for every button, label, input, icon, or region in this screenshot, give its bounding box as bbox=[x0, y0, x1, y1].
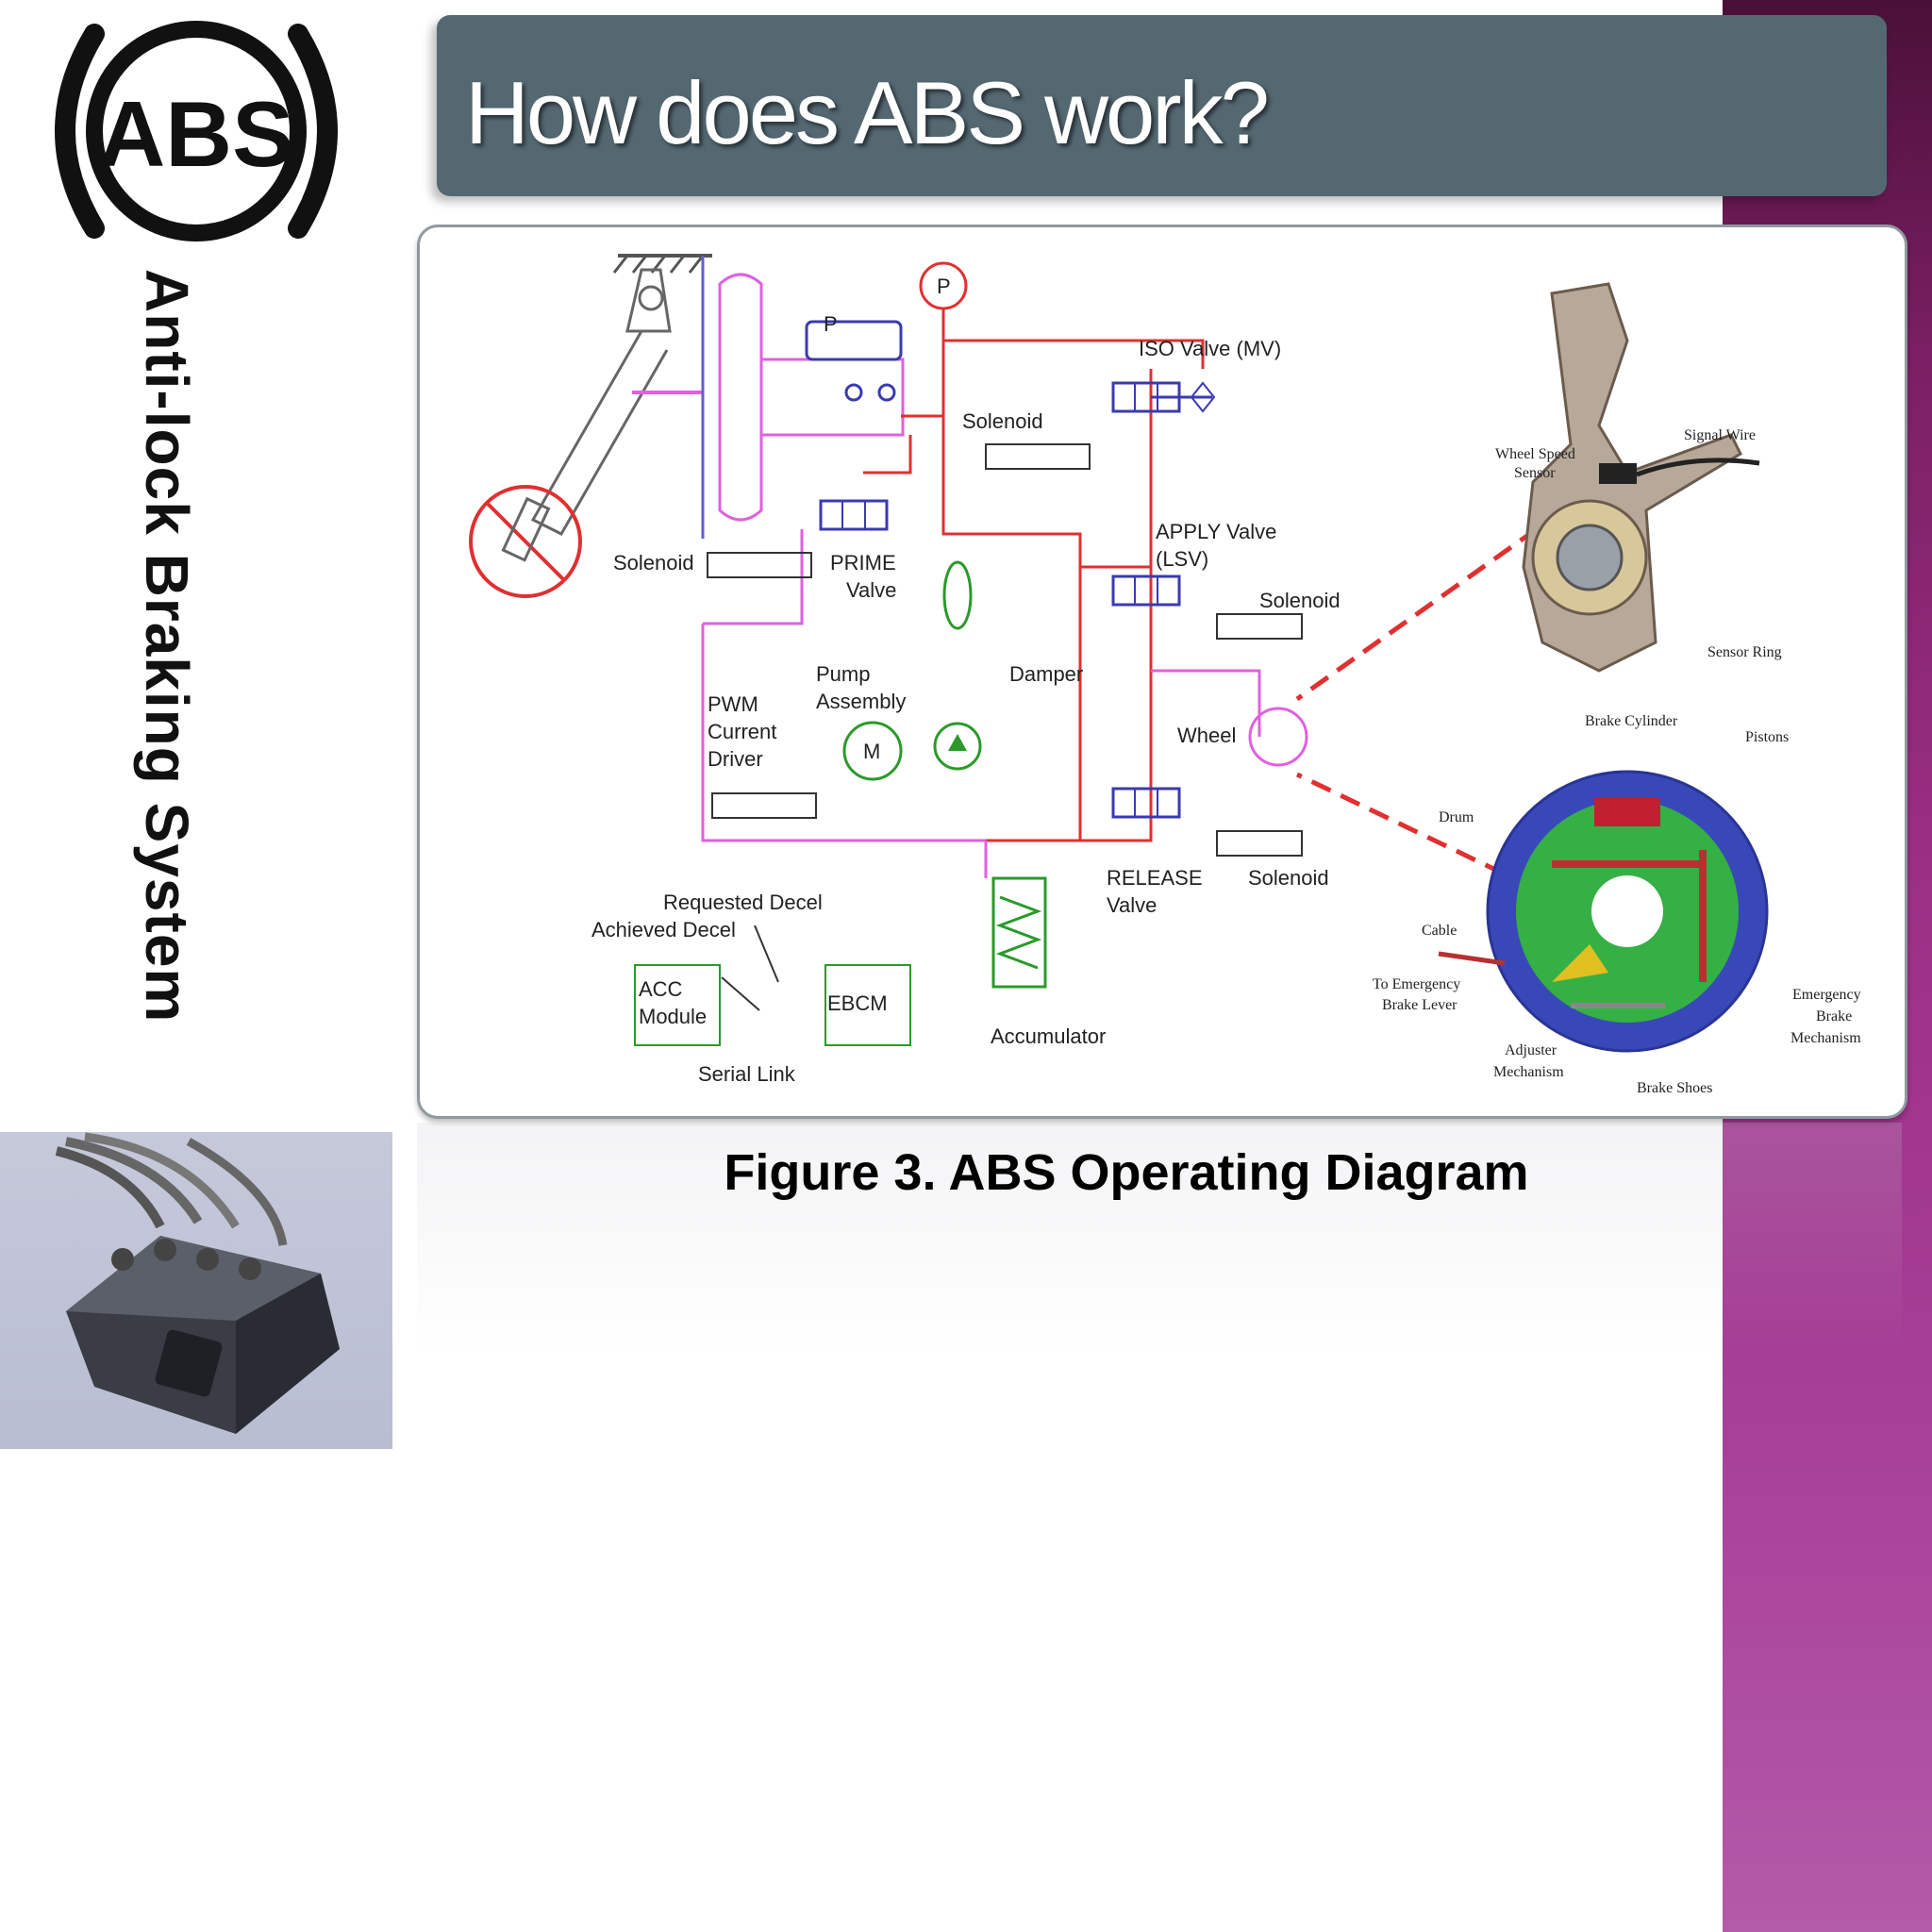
pwm-driver-box bbox=[711, 792, 817, 819]
abs-module-photo bbox=[0, 1132, 392, 1449]
abs-module-illustration bbox=[55, 1132, 340, 1434]
drum-label-pistons: Pistons bbox=[1745, 729, 1789, 745]
prime-valve bbox=[819, 499, 889, 531]
label-requested-decel: Requested Decel bbox=[663, 891, 823, 914]
label-acc-1: ACC bbox=[639, 977, 683, 1001]
drum-label-emergency-1: Emergency bbox=[1792, 987, 1861, 1003]
label-solenoid-left: Solenoid bbox=[613, 551, 694, 575]
label-pwm-1: PWM bbox=[708, 692, 758, 716]
hub-label-wheel-speed-1: Wheel Speed bbox=[1495, 446, 1575, 462]
label-solenoid-apply: Solenoid bbox=[1259, 589, 1341, 612]
wheel-symbol bbox=[1248, 707, 1308, 767]
hub-label-sensor-ring: Sensor Ring bbox=[1707, 644, 1782, 660]
title-banner: How does ABS work? bbox=[437, 15, 1887, 196]
label-serial-link: Serial Link bbox=[698, 1062, 796, 1086]
label-accumulator: Accumulator bbox=[991, 1024, 1106, 1048]
damper-chamber bbox=[942, 560, 973, 630]
brake-pedal-assembly: P bbox=[469, 254, 905, 598]
abs-operating-diagram: P P bbox=[469, 254, 1861, 1096]
label-release-2: Valve bbox=[1107, 893, 1157, 917]
motor-label: M bbox=[863, 740, 880, 763]
drum-label-to-emergency-2: Brake Lever bbox=[1382, 997, 1457, 1013]
drum-label-emergency-2: Brake bbox=[1816, 1008, 1852, 1024]
wheel-hub-illustration bbox=[1522, 282, 1760, 673]
diagram-reflection bbox=[417, 1123, 1902, 1358]
label-acc-2: Module bbox=[639, 1005, 707, 1028]
drum-label-emergency-3: Mechanism bbox=[1790, 1030, 1861, 1046]
label-solenoid-release: Solenoid bbox=[1248, 866, 1329, 890]
motor-symbol bbox=[842, 721, 903, 781]
label-prime-1: PRIME bbox=[830, 551, 896, 575]
acc-module-box bbox=[634, 964, 721, 1046]
solenoid-box-left bbox=[707, 552, 812, 578]
pump-symbol bbox=[933, 722, 982, 771]
drum-label-adjuster-1: Adjuster bbox=[1505, 1042, 1557, 1058]
solenoid-box-top bbox=[985, 443, 1091, 470]
label-achieved-decel: Achieved Decel bbox=[591, 918, 736, 941]
drum-label-brake-cylinder: Brake Cylinder bbox=[1585, 713, 1678, 729]
label-pwm-2: Current bbox=[708, 720, 776, 743]
iso-valve bbox=[1111, 381, 1216, 413]
apply-valve bbox=[1111, 575, 1181, 607]
label-ebcm: EBCM bbox=[827, 991, 888, 1015]
accumulator-symbol bbox=[991, 876, 1047, 989]
label-pump-2: Assembly bbox=[816, 690, 906, 713]
page-title: How does ABS work? bbox=[465, 63, 1270, 162]
abs-warning-icon: ABS bbox=[55, 21, 338, 242]
drum-label-cable: Cable bbox=[1422, 923, 1457, 939]
diagram-frame: P P bbox=[417, 225, 1907, 1119]
label-solenoid-top: Solenoid bbox=[962, 409, 1043, 433]
drum-brake-illustration bbox=[1438, 770, 1769, 1053]
label-iso-valve: ISO Valve (MV) bbox=[1139, 337, 1281, 360]
drum-label-drum: Drum bbox=[1439, 809, 1474, 825]
ebcm-box bbox=[824, 964, 911, 1046]
label-prime-2: Valve bbox=[846, 578, 896, 602]
hub-label-signal-wire: Signal Wire bbox=[1684, 427, 1756, 443]
solenoid-box-release bbox=[1216, 830, 1303, 857]
drum-label-to-emergency-1: To Emergency bbox=[1373, 976, 1460, 992]
label-pump-1: Pump bbox=[816, 662, 870, 686]
vertical-title: Anti-lock Braking System bbox=[133, 269, 201, 1024]
pressure-gauge-letter: P bbox=[937, 275, 951, 298]
label-wheel: Wheel bbox=[1177, 724, 1236, 747]
label-damper: Damper bbox=[1009, 662, 1083, 686]
label-release-1: RELEASE bbox=[1107, 866, 1203, 890]
solenoid-box-apply bbox=[1216, 613, 1303, 640]
drum-label-brake-shoes: Brake Shoes bbox=[1637, 1080, 1712, 1096]
label-apply-1: APPLY Valve bbox=[1156, 520, 1276, 543]
label-apply-2: (LSV) bbox=[1156, 547, 1208, 571]
pressure-gauge-label: P bbox=[824, 312, 838, 336]
hub-label-wheel-speed-2: Sensor bbox=[1514, 465, 1556, 481]
logo-text: ABS bbox=[99, 82, 294, 186]
drum-label-adjuster-2: Mechanism bbox=[1493, 1064, 1564, 1080]
figure-caption: Figure 3. ABS Operating Diagram bbox=[724, 1144, 1529, 1201]
label-pwm-3: Driver bbox=[708, 747, 763, 771]
release-valve bbox=[1111, 787, 1181, 819]
